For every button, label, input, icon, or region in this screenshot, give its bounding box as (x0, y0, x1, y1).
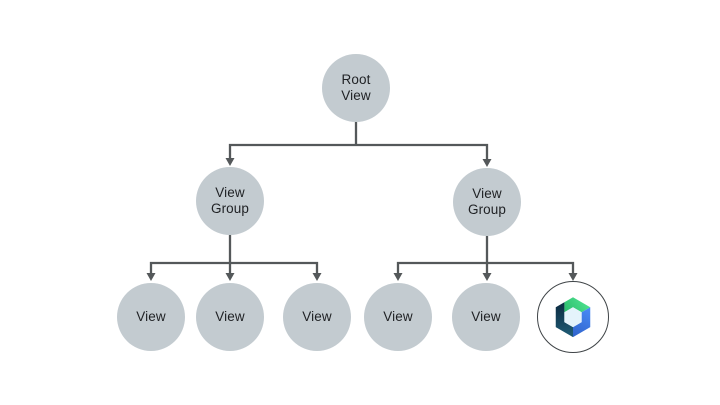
node-compose (537, 281, 609, 353)
node-view-4: View (364, 283, 432, 351)
jetpack-compose-icon (555, 297, 591, 338)
node-view-4-label: View (383, 308, 413, 324)
node-view-1: View (117, 283, 185, 351)
node-view-3-label: View (302, 308, 332, 324)
arrowheads (146, 158, 578, 281)
node-root-view-label: Root View (341, 71, 371, 104)
node-view-group-right: View Group (453, 168, 521, 236)
node-view-1-label: View (136, 308, 166, 324)
node-view-group-right-label: View Group (467, 185, 507, 218)
compose-face-top-green (564, 297, 591, 313)
node-view-3: View (283, 283, 351, 351)
compose-face-right-blue (573, 307, 591, 338)
node-view-5-label: View (471, 308, 501, 324)
node-view-group-left-label: View Group (210, 184, 250, 217)
node-view-2-label: View (215, 308, 245, 324)
node-view-group-left: View Group (196, 167, 264, 235)
node-root-view: Root View (322, 54, 390, 122)
compose-center-hexagon (564, 307, 582, 328)
node-view-5: View (452, 283, 520, 351)
node-view-2: View (196, 283, 264, 351)
